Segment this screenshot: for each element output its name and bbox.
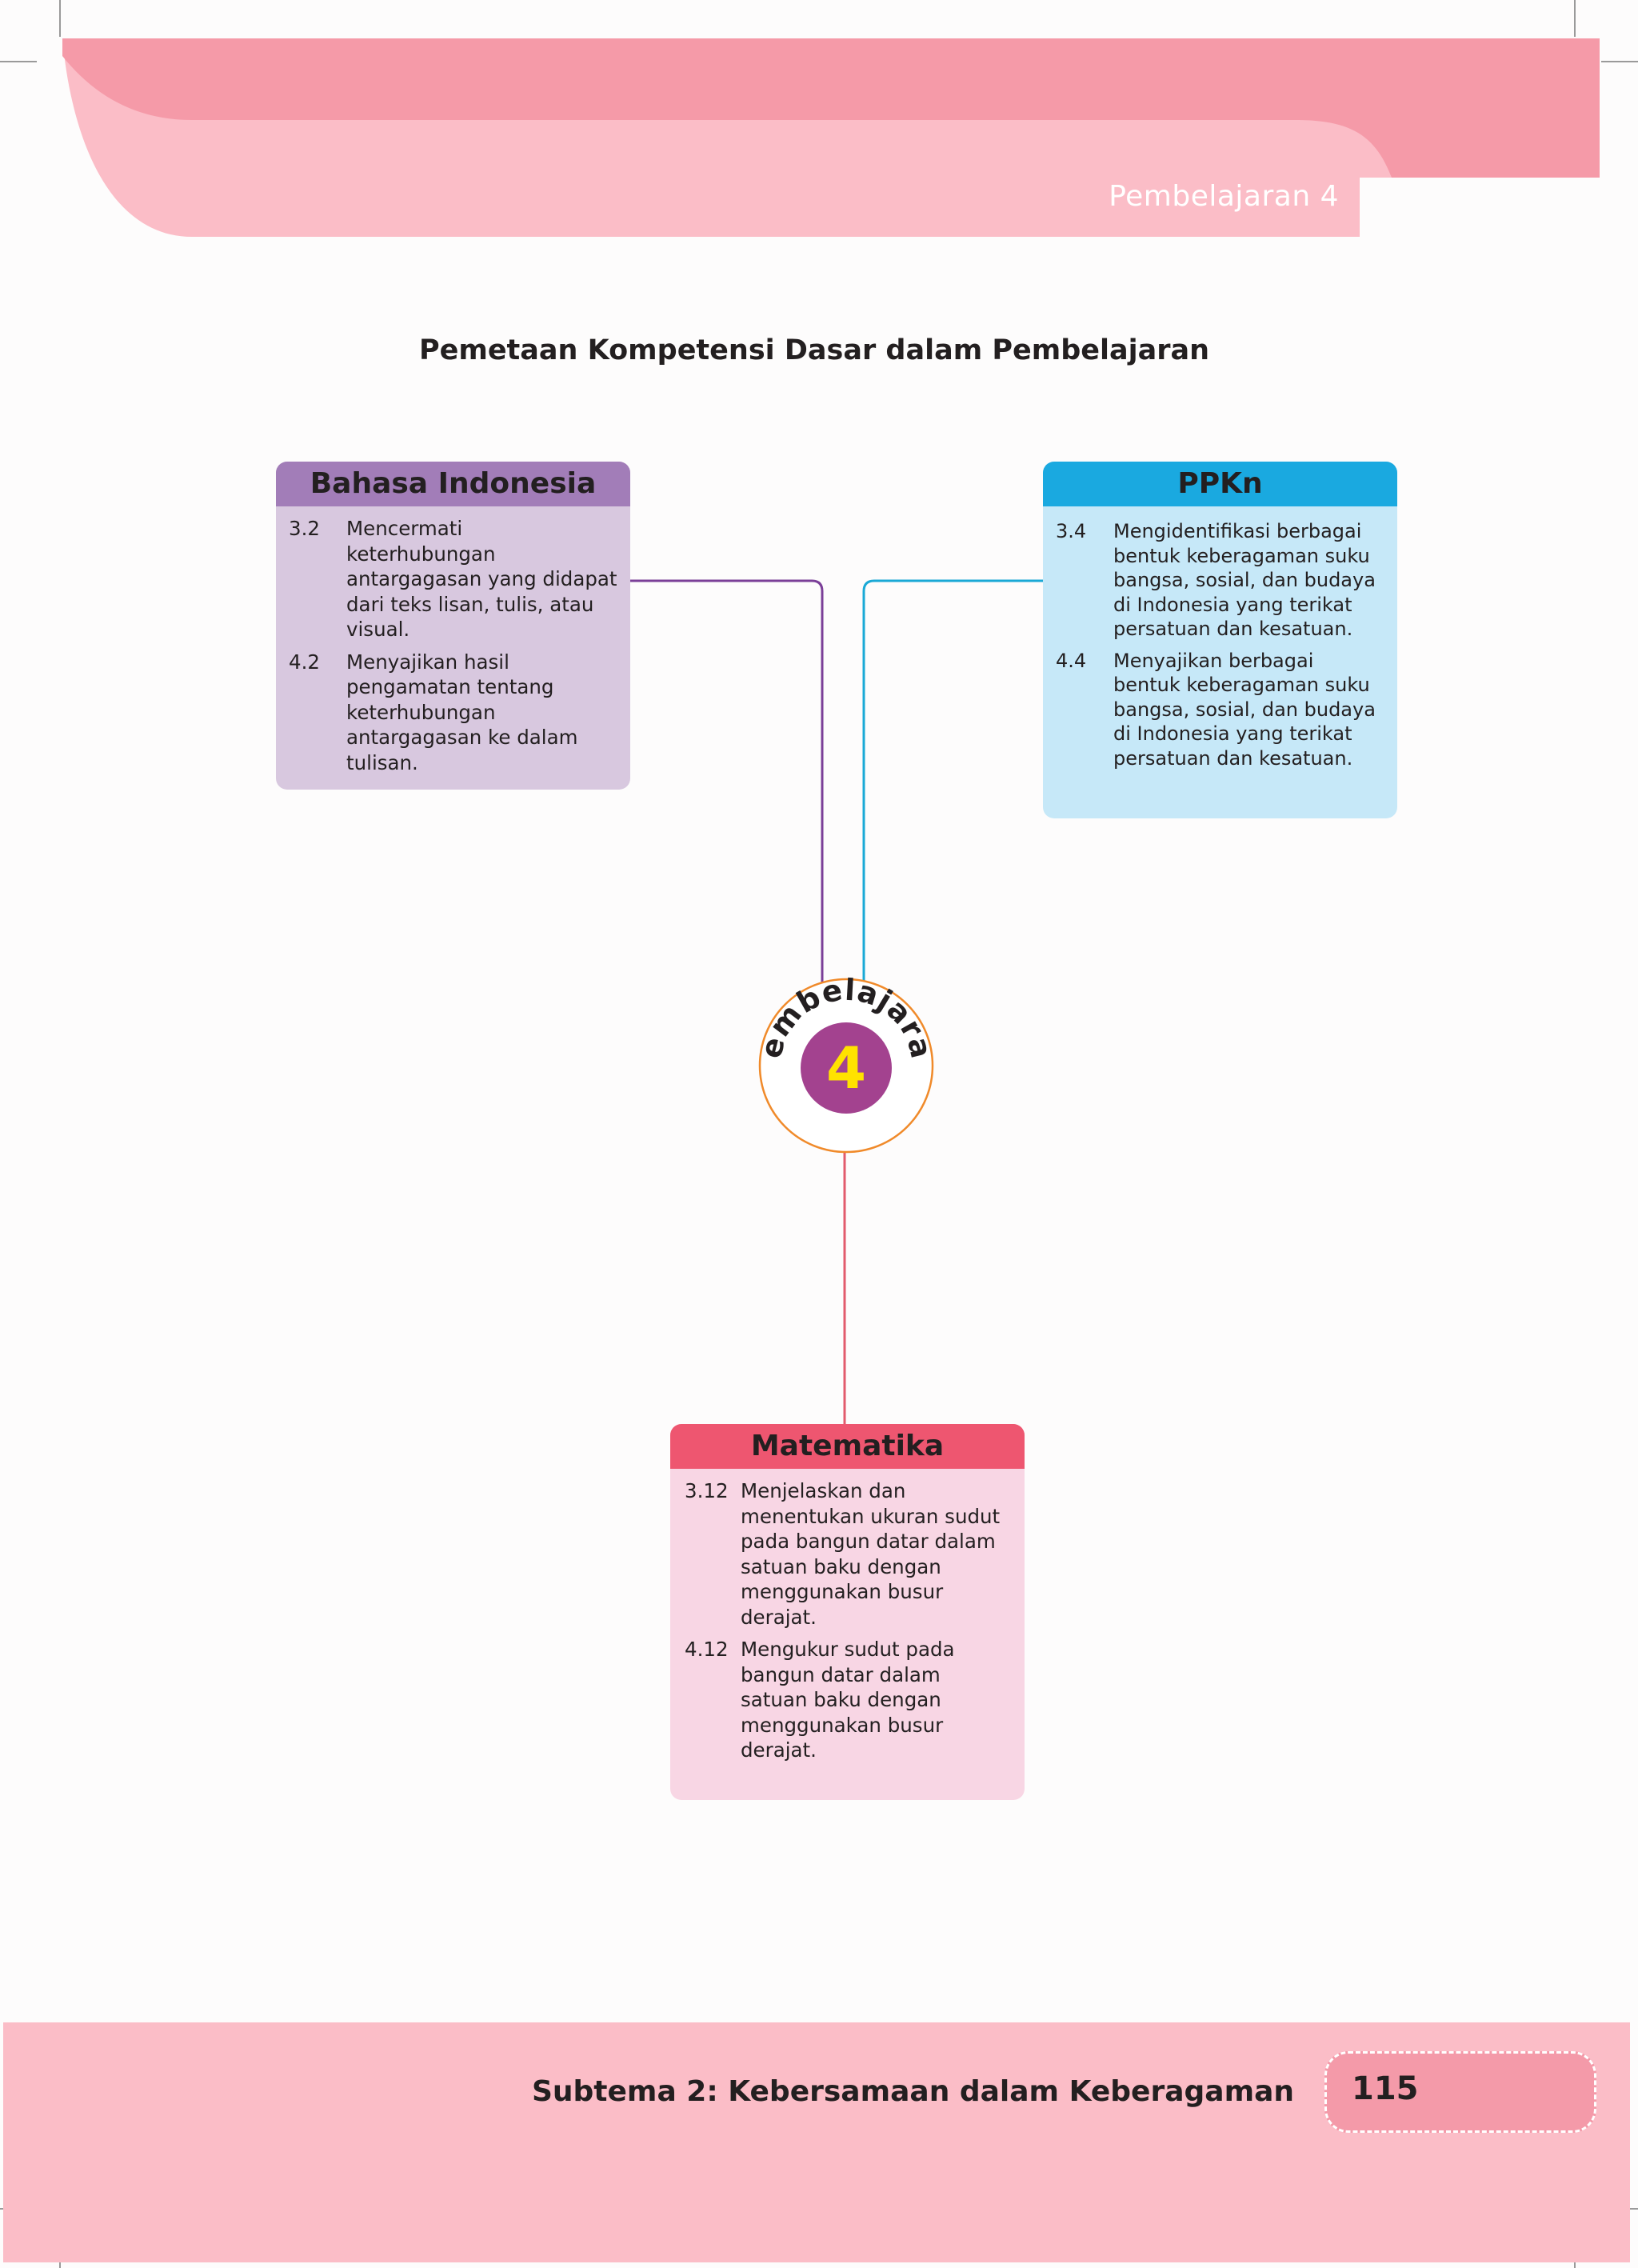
footer-subtheme: Subtema 2: Kebersamaan dalam Keberagaman (531, 2075, 1294, 2108)
crop-mark (0, 61, 37, 62)
competency-code: 4.2 (289, 650, 320, 674)
hub-center-circle (801, 1022, 892, 1114)
page-number-dashed-border (1324, 2051, 1596, 2133)
card-bahasa-indonesia: Bahasa Indonesia 3.2 Mencermati keterhub… (276, 462, 630, 790)
competency-text: Menyajikan berbagai bentuk keberagaman s… (1113, 649, 1376, 770)
competency-item: 3.12 Menjelaskan dan menentukan ukuran s… (685, 1478, 1012, 1630)
ppkn-connector (862, 579, 1043, 986)
card-title: Bahasa Indonesia (276, 462, 630, 506)
competency-text: Mengukur sudut pada bangun datar dalam s… (741, 1638, 955, 1762)
lesson-hub: Pembelajaran 4 (757, 976, 936, 1154)
competency-item: 3.4 Mengidentifikasi berbagai bentuk keb… (1056, 519, 1384, 642)
hub-number: 4 (826, 1034, 866, 1102)
card-title: Matematika (670, 1424, 1025, 1469)
competency-text: Menjelaskan dan menentukan ukuran sudut … (741, 1479, 1001, 1629)
competency-list: 3.2 Mencermati keterhubungan antargagasa… (276, 506, 630, 775)
crop-mark (1574, 0, 1576, 37)
crop-mark (1601, 61, 1638, 62)
crop-mark (59, 0, 61, 37)
page-number-box (1324, 2051, 1596, 2133)
header-band (62, 38, 1600, 237)
competency-list: 3.12 Menjelaskan dan menentukan ukuran s… (670, 1469, 1025, 1763)
card-ppkn: PPKn 3.4 Mengidentifikasi berbagai bentu… (1043, 462, 1397, 818)
competency-text: Mencermati keterhubungan antargagasan ya… (346, 517, 617, 641)
competency-item: 4.4 Menyajikan berbagai bentuk keberagam… (1056, 649, 1384, 771)
map-title: Pemetaan Kompetensi Dasar dalam Pembelaj… (418, 334, 1210, 366)
competency-code: 4.4 (1056, 649, 1087, 672)
competency-list: 3.4 Mengidentifikasi berbagai bentuk keb… (1043, 506, 1397, 770)
competency-text: Menyajikan hasil pengamatan tentang kete… (346, 650, 578, 774)
competency-code: 4.12 (685, 1638, 729, 1661)
bi-connector (630, 579, 824, 986)
competency-text: Mengidentifikasi berbagai bentuk keberag… (1113, 520, 1376, 640)
lesson-label: Pembelajaran 4 (1109, 180, 1339, 213)
competency-item: 4.12 Mengukur sudut pada bangun datar da… (685, 1637, 1012, 1763)
card-title: PPKn (1043, 462, 1397, 506)
page-number: 115 (1352, 2070, 1419, 2107)
competency-item: 3.2 Mencermati keterhubungan antargagasa… (289, 516, 617, 642)
competency-code: 3.12 (685, 1479, 729, 1502)
card-matematika: Matematika 3.12 Menjelaskan dan menentuk… (670, 1424, 1025, 1800)
competency-code: 3.2 (289, 517, 320, 540)
competency-item: 4.2 Menyajikan hasil pengamatan tentang … (289, 650, 617, 776)
competency-code: 3.4 (1056, 520, 1087, 542)
